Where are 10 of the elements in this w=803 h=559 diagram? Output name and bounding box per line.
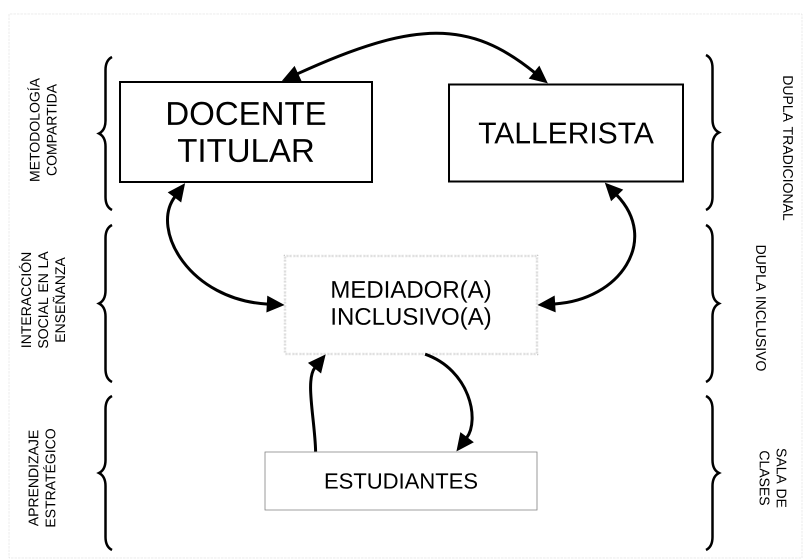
side-label: APRENDIZAJE ESTRATÉGICO xyxy=(28,429,56,526)
side-label: SALA DE CLASES xyxy=(760,448,786,508)
side-label: DUPLA TRADICIONAL xyxy=(783,76,793,220)
student-box: ESTUDIANTES xyxy=(264,452,538,510)
role-box: DOCENTE TITULAR xyxy=(119,81,373,183)
side-label: DUPLA INCLUSIVO xyxy=(756,246,766,371)
side-label: INTERACCIÓN SOCIAL EN LA ENSEÑANZA xyxy=(18,251,66,348)
side-label: METODOLOGÍA COMPARTIDA xyxy=(27,78,57,181)
mediator-box: MEDIADOR(A) INCLUSIVO(A) xyxy=(284,254,538,356)
role-box: TALLERISTA xyxy=(448,84,684,182)
